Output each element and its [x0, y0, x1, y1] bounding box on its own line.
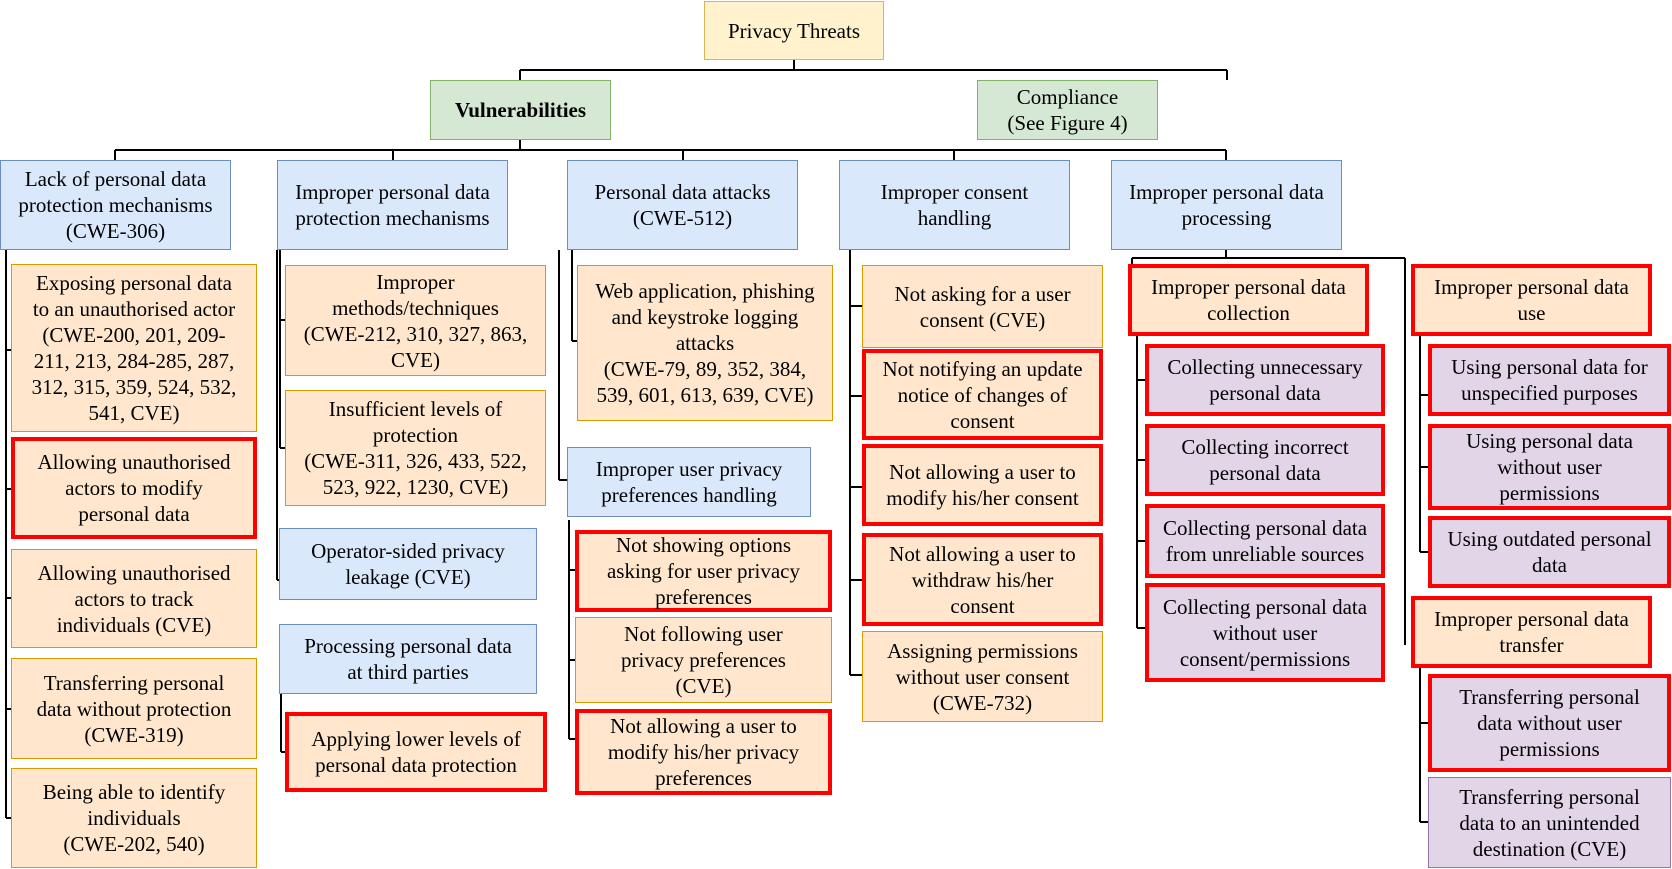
data-use-node: Improper personal data use — [1411, 264, 1652, 336]
transfer-without-permissions-node: Transferring personal data without user … — [1428, 674, 1671, 772]
exposing-data-node: Exposing personal data to an unauthorise… — [11, 264, 257, 432]
lower-protection-node: Applying lower levels of personal data p… — [285, 712, 547, 792]
data-collection-node: Improper personal data collection — [1128, 264, 1369, 336]
insufficient-levels-node: Insufficient levels of protection (CWE-3… — [285, 390, 546, 506]
transfer-without-protection-node: Transferring personal data without prote… — [11, 658, 257, 759]
data-processing-node: Improper personal data processing — [1111, 160, 1342, 250]
root-node: Privacy Threats — [704, 1, 884, 60]
not-notifying-update-node: Not notifying an update notice of change… — [862, 349, 1103, 440]
collect-incorrect-node: Collecting incorrect personal data — [1145, 424, 1385, 496]
compliance-node: Compliance (See Figure 4) — [977, 80, 1158, 140]
operator-leakage-node: Operator-sided privacy leakage (CVE) — [279, 528, 537, 600]
privacy-preferences-node: Improper user privacy preferences handli… — [567, 447, 811, 517]
permissions-without-consent-node: Assigning permissions without user conse… — [862, 631, 1103, 722]
not-asking-consent-node: Not asking for a user consent (CVE) — [862, 265, 1103, 348]
data-transfer-node: Improper personal data transfer — [1411, 596, 1652, 668]
outdated-data-node: Using outdated personal data — [1428, 516, 1671, 588]
not-modify-consent-node: Not allowing a user to modify his/her co… — [862, 444, 1103, 526]
use-without-permissions-node: Using personal data without user permiss… — [1428, 424, 1671, 510]
unintended-destination-node: Transferring personal data to an uninten… — [1428, 777, 1671, 868]
lack-of-protection-node: Lack of personal data protection mechani… — [0, 160, 231, 250]
collect-without-consent-node: Collecting personal data without user co… — [1145, 583, 1385, 682]
not-showing-options-node: Not showing options asking for user priv… — [575, 530, 832, 612]
not-withdraw-consent-node: Not allowing a user to withdraw his/her … — [862, 533, 1103, 626]
data-attacks-node: Personal data attacks (CWE-512) — [567, 160, 798, 250]
not-modify-prefs-node: Not allowing a user to modify his/her pr… — [575, 709, 832, 795]
web-attacks-node: Web application, phishing and keystroke … — [577, 265, 833, 421]
unauthorised-track-node: Allowing unauthorised actors to track in… — [11, 549, 257, 648]
collect-unreliable-node: Collecting personal data from unreliable… — [1145, 504, 1385, 578]
consent-handling-node: Improper consent handling — [839, 160, 1070, 250]
third-parties-node: Processing personal data at third partie… — [279, 624, 537, 694]
improper-protection-node: Improper personal data protection mechan… — [277, 160, 508, 250]
collect-unnecessary-node: Collecting unnecessary personal data — [1145, 344, 1385, 416]
vulnerabilities-node: Vulnerabilities — [430, 80, 611, 140]
unauthorised-modify-node: Allowing unauthorised actors to modify p… — [11, 437, 257, 539]
unspecified-purposes-node: Using personal data for unspecified purp… — [1428, 344, 1671, 416]
not-following-prefs-node: Not following user privacy preferences (… — [575, 617, 832, 703]
identify-individuals-node: Being able to identify individuals (CWE-… — [11, 768, 257, 868]
improper-methods-node: Improper methods/techniques (CWE-212, 31… — [285, 265, 546, 376]
